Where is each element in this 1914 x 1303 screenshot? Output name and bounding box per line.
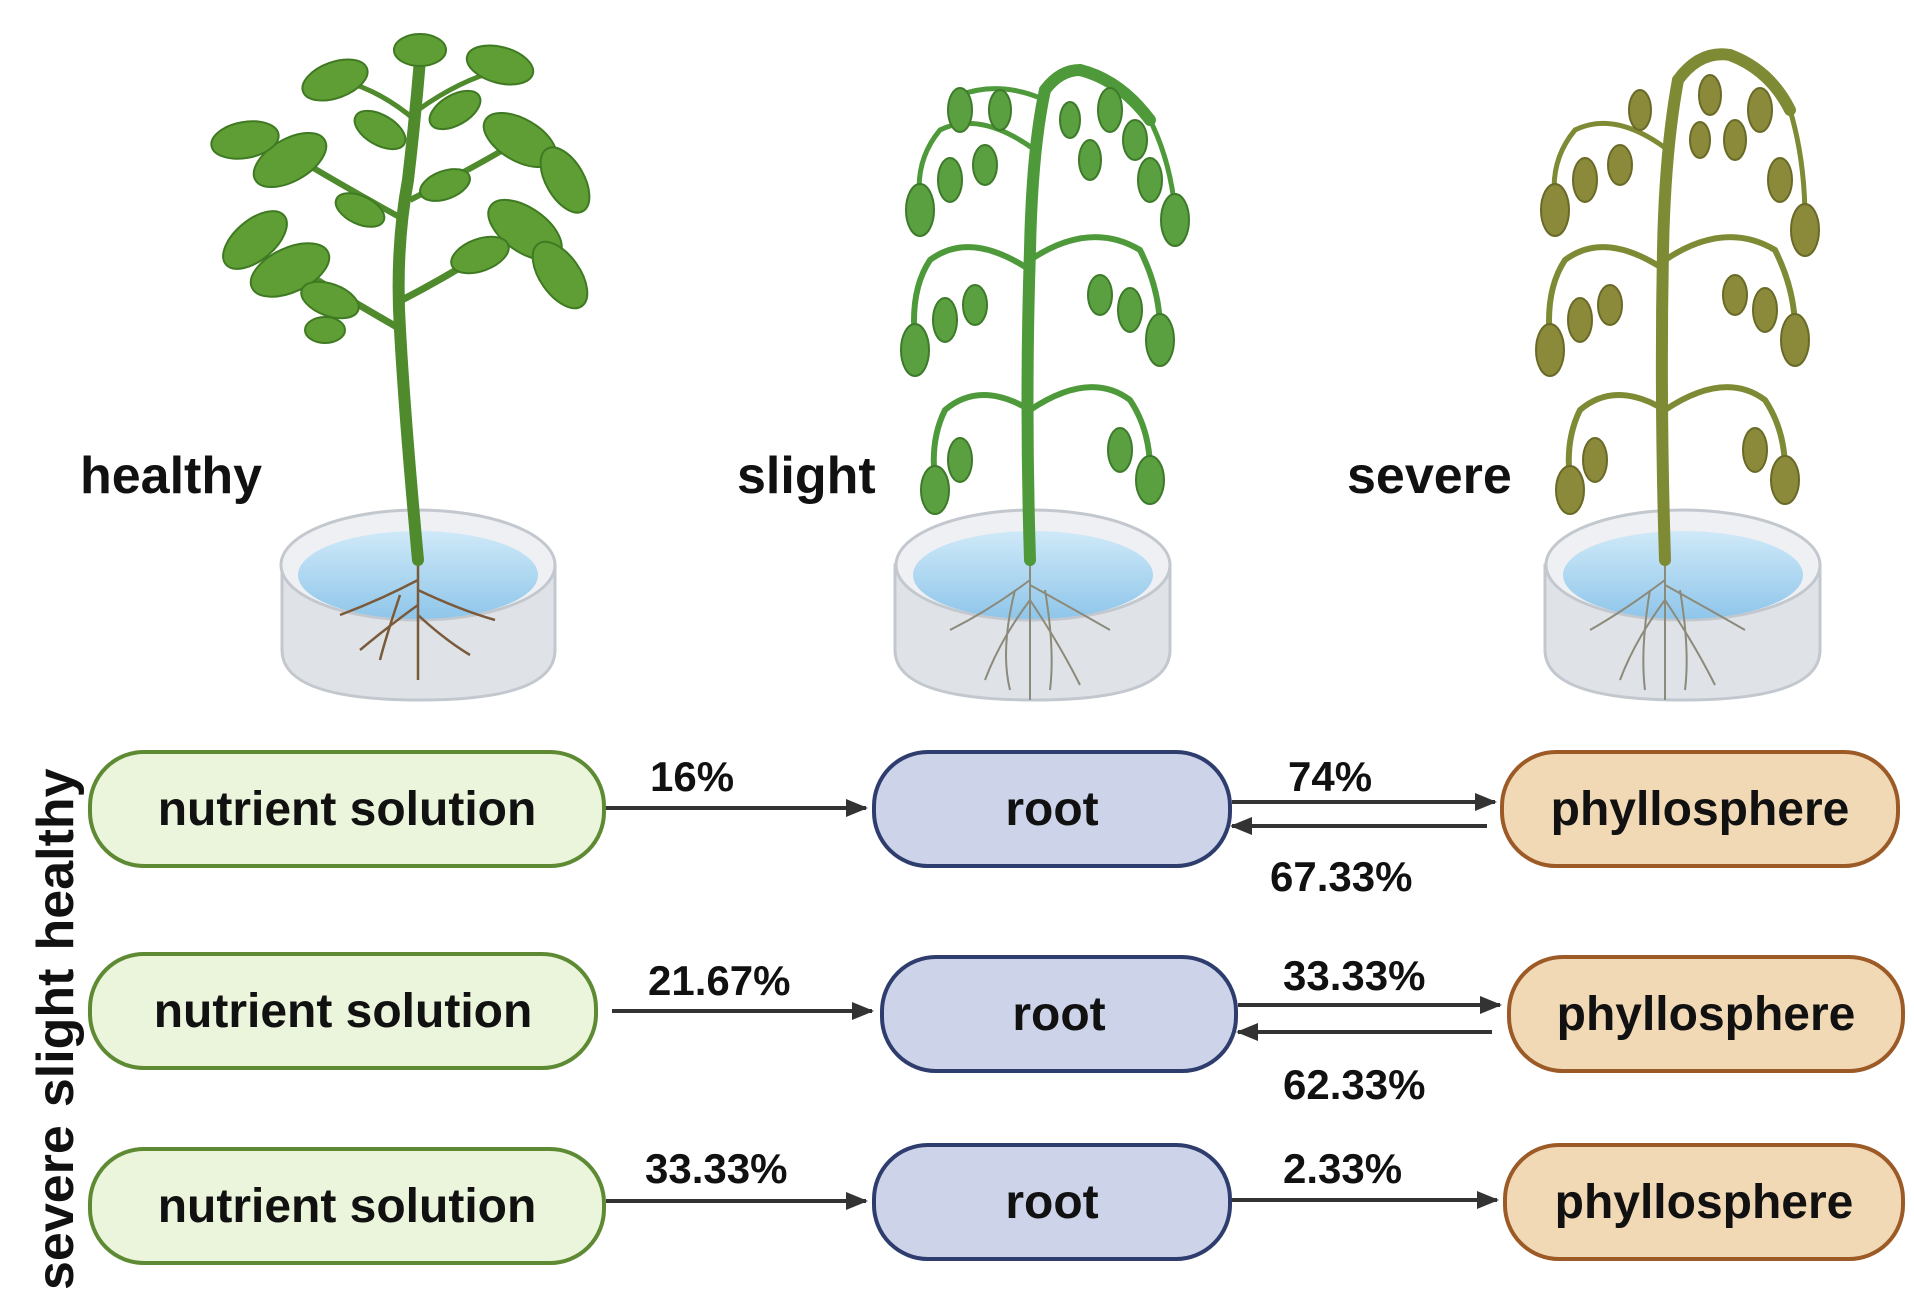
phyllosphere-box-healthy: phyllosphere [1500, 750, 1900, 868]
plant-label-slight: slight [737, 447, 876, 505]
pct-phyllo-to-root-healthy: 67.33% [1270, 853, 1413, 900]
pct-phyllo-to-root-slight: 62.33% [1283, 1061, 1426, 1108]
plant-label-severe: severe [1347, 447, 1512, 505]
plants-illustration [210, 33, 1822, 702]
nutrient-solution-box-healthy: nutrient solution [88, 750, 606, 868]
root-box-severe: root [872, 1143, 1232, 1261]
root-box-slight: root [880, 955, 1238, 1073]
nutrient-solution-box-slight: nutrient solution [88, 952, 598, 1070]
severe-wilted-plant-icon [1535, 48, 1822, 702]
pct-ns-to-root-slight: 21.67% [648, 957, 791, 1004]
pct-ns-to-root-healthy: 16% [650, 753, 735, 800]
slight-wilted-plant-icon [893, 63, 1190, 702]
phyllosphere-box-severe: phyllosphere [1503, 1143, 1905, 1261]
pct-root-to-phyllo-slight: 33.33% [1283, 952, 1426, 999]
pct-root-to-phyllo-healthy: 74% [1288, 753, 1373, 800]
nutrient-solution-box-severe: nutrient solution [88, 1147, 606, 1265]
healthy-plant-icon [210, 33, 591, 702]
phyllosphere-box-slight: phyllosphere [1507, 955, 1905, 1073]
pct-ns-to-root-severe: 33.33% [645, 1145, 788, 1192]
pct-root-to-phyllo-severe: 2.33% [1283, 1145, 1403, 1192]
root-box-healthy: root [872, 750, 1232, 868]
plant-label-healthy: healthy [80, 447, 263, 505]
